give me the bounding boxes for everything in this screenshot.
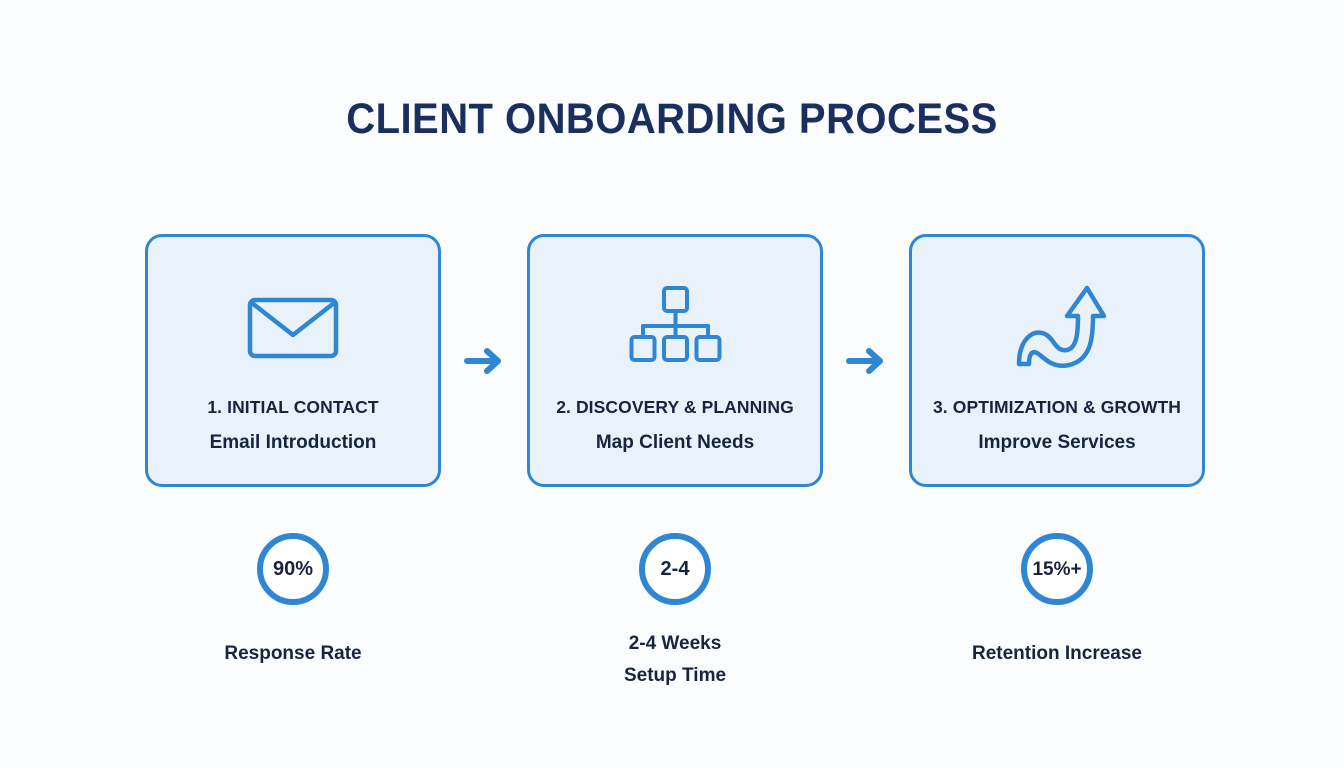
- step-subtitle: Email Introduction: [209, 432, 377, 453]
- step-card-1[interactable]: 1. INITIAL CONTACT Email Introduction: [145, 234, 441, 487]
- page-title: CLIENT ONBOARDING PROCESS: [346, 95, 998, 143]
- arrow-right-icon-1: [461, 341, 507, 381]
- stat-label: 2-4 Weeks Setup Time: [623, 633, 727, 686]
- step-subtitle: Improve Services: [978, 432, 1136, 453]
- step-card-2[interactable]: 2. DISCOVERY & PLANNING Map Client Needs: [527, 234, 823, 487]
- arrow-right-icon-2: [843, 341, 889, 381]
- stat-label: Retention Increase: [972, 643, 1142, 664]
- stat-block-2: 2-4 2-4 Weeks Setup Time: [527, 533, 823, 692]
- stat-block-1: 90% Response Rate: [145, 533, 441, 670]
- stat-circle: 90%: [257, 533, 329, 605]
- stat-value: 2-4: [660, 558, 690, 580]
- stat-circle: 15%+: [1021, 533, 1093, 605]
- stats-row: 90% Response Rate 2-4 2-4 Weeks Setup Ti…: [145, 533, 1205, 692]
- growth-arrow-icon: [1007, 273, 1107, 383]
- sitemap-icon: [625, 273, 725, 383]
- envelope-icon: [247, 273, 339, 383]
- step-title: 3. OPTIMIZATION & GROWTH: [932, 397, 1182, 417]
- stat-circle: 2-4: [639, 533, 711, 605]
- step-title: 1. INITIAL CONTACT: [207, 397, 379, 417]
- stat-value: 90%: [272, 558, 314, 580]
- step-card-3[interactable]: 3. OPTIMIZATION & GROWTH Improve Service…: [909, 234, 1205, 487]
- stat-value: 15%+: [1032, 558, 1082, 580]
- step-subtitle: Map Client Needs: [595, 432, 755, 453]
- stat-block-3: 15%+ Retention Increase: [909, 533, 1205, 670]
- step-title: 2. DISCOVERY & PLANNING: [556, 397, 794, 417]
- process-steps-row: 1. INITIAL CONTACT Email Introduction 2.…: [145, 234, 1205, 487]
- stat-label: Response Rate: [224, 643, 362, 664]
